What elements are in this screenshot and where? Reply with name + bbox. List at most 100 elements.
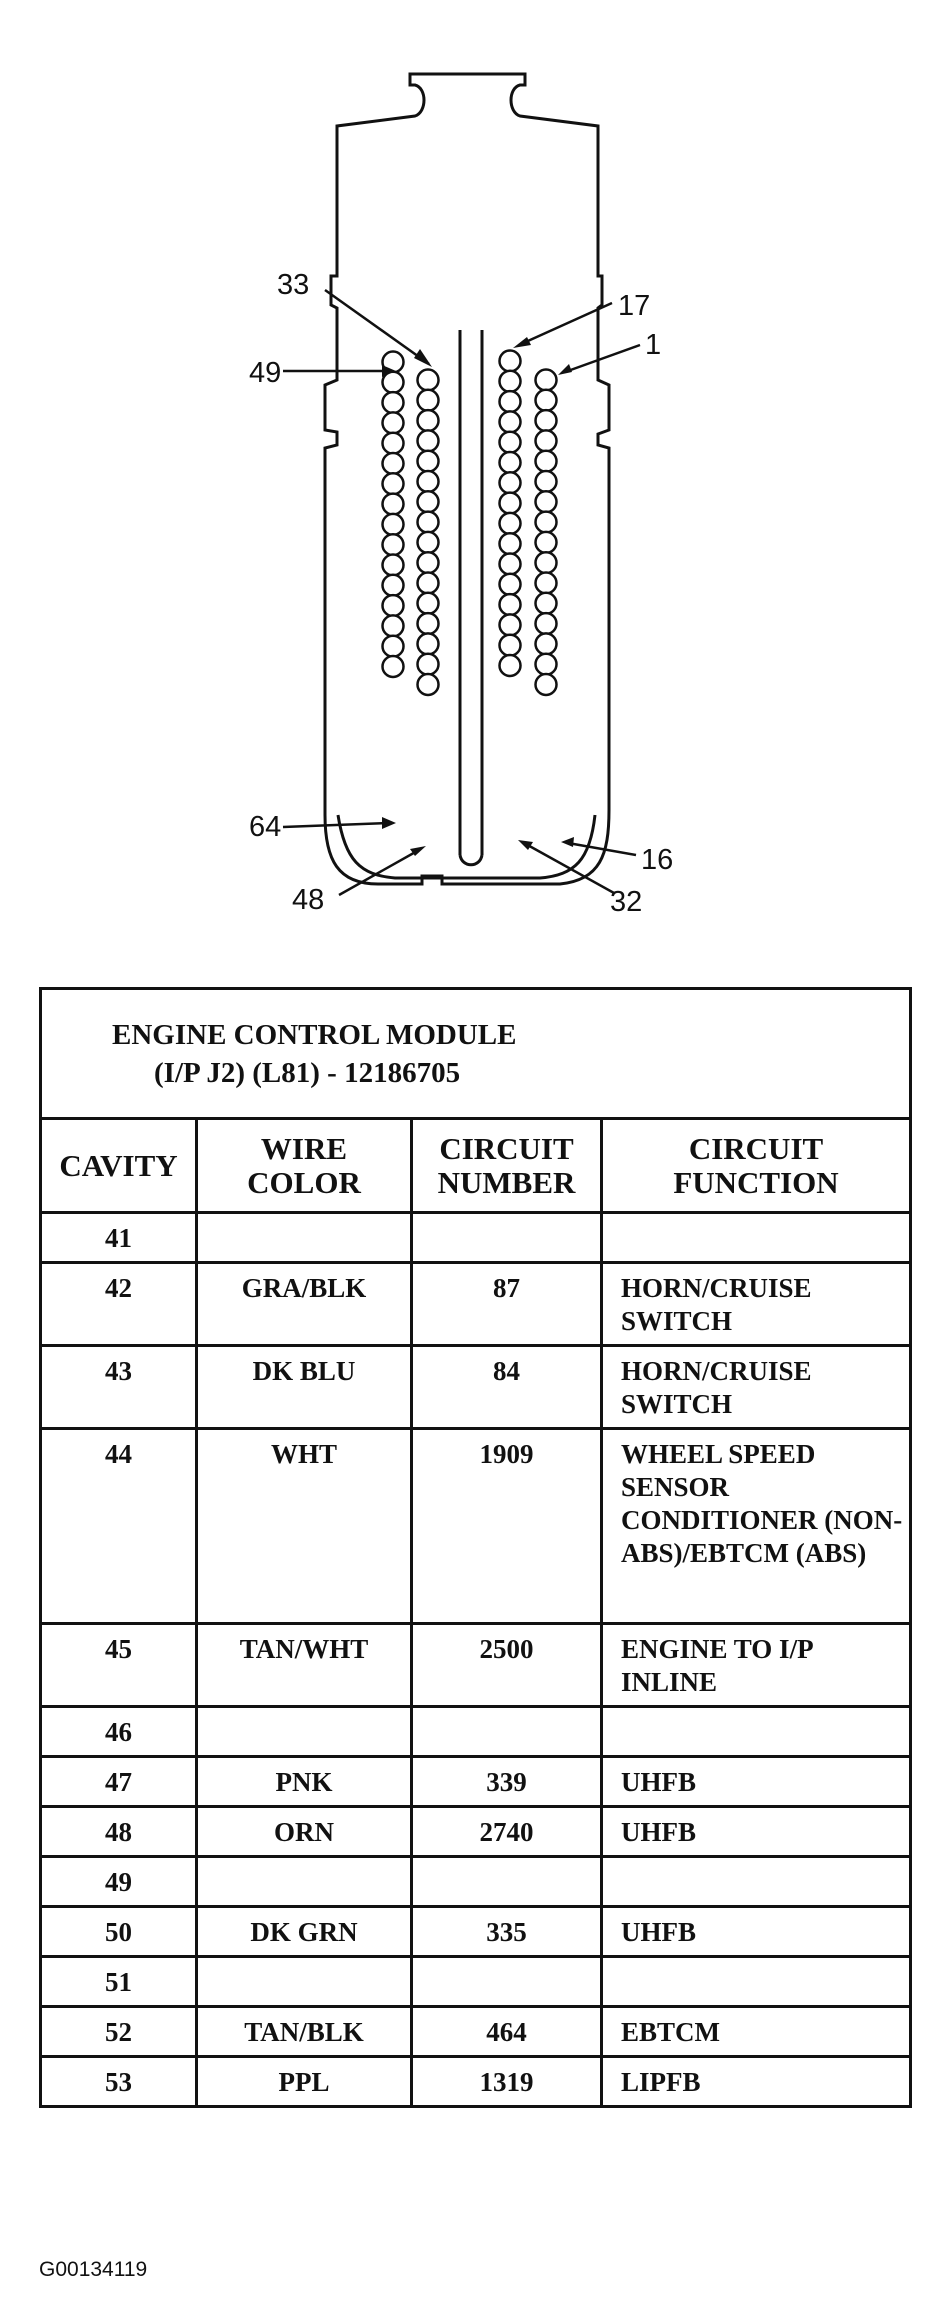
cavity-cell: 50	[39, 1905, 198, 1958]
wire-color-cell: PNK	[195, 1755, 413, 1808]
pin-cavity	[416, 550, 440, 575]
pin-cavity	[416, 591, 440, 616]
pin-label-17: 17	[618, 290, 650, 322]
pin-cavity	[534, 571, 558, 595]
cavity-cell: 46	[39, 1705, 198, 1758]
circuit-function-cell: HORN/CRUISE SWITCH	[599, 1344, 913, 1430]
pin-cavity	[381, 573, 405, 598]
wire-color-cell: DK GRN	[195, 1905, 413, 1958]
pin-cavity	[498, 491, 522, 515]
pin-cavity	[381, 553, 405, 577]
wire-color-cell: TAN/BLK	[195, 2005, 413, 2058]
pin-label-16: 16	[641, 844, 673, 876]
wire-color-cell	[195, 1855, 413, 1908]
cavity-cell: 42	[39, 1261, 198, 1347]
figure-code: G00134119	[39, 2258, 148, 2281]
wire-color-cell: GRA/BLK	[195, 1261, 413, 1347]
cavity-cell: 53	[39, 2055, 198, 2108]
pin-cavity	[381, 654, 405, 679]
pin-cavity	[498, 511, 522, 536]
pin-label-1: 1	[645, 329, 661, 361]
table-row: 46	[39, 1705, 913, 1758]
cavity-cell: 51	[39, 1955, 198, 2008]
pin-cavity	[416, 652, 440, 676]
pin-cavity	[498, 572, 522, 597]
cavity-cell: 52	[39, 2005, 198, 2058]
pin-cavity	[498, 613, 522, 637]
wire-color-cell: PPL	[195, 2055, 413, 2108]
pin-cavity	[416, 388, 440, 413]
pin-cavity	[416, 510, 440, 534]
circuit-function-cell: UHFB	[599, 1905, 913, 1958]
pin-cavity	[534, 408, 558, 433]
wire-color-cell	[195, 1705, 413, 1758]
pin-cavity	[534, 388, 558, 413]
pin-cavity	[534, 490, 558, 514]
connector-center-slot-base	[458, 854, 484, 867]
cavity-cell: 43	[39, 1344, 198, 1430]
pin-cavity	[534, 530, 558, 555]
circuit-function-cell: HORN/CRUISE SWITCH	[599, 1261, 913, 1347]
pin-cavity	[381, 492, 405, 516]
pin-cavity	[534, 510, 558, 534]
pin-cavity	[381, 431, 405, 455]
circuit-number-cell	[410, 1955, 603, 2008]
pin-cavity	[416, 490, 440, 514]
circuit-number-cell: 339	[410, 1755, 603, 1808]
cavity-cell: 45	[39, 1622, 198, 1708]
pin-cavity	[498, 430, 522, 454]
circuit-function-cell: UHFB	[599, 1755, 913, 1808]
connector-outline	[323, 72, 611, 886]
pin-cavity	[381, 614, 405, 638]
cavity-cell: 48	[39, 1805, 198, 1858]
pin-label-64: 64	[249, 811, 281, 843]
pin-cavity	[498, 410, 522, 434]
pin-cavity	[498, 531, 522, 556]
pin-cavity	[416, 632, 440, 656]
pin-cavity	[416, 530, 440, 555]
pin-cavity	[498, 552, 522, 576]
pin-cavity	[416, 449, 440, 473]
cavity-cell: 41	[39, 1211, 198, 1264]
circuit-number-cell: 2740	[410, 1805, 603, 1858]
circuit-function-cell: UHFB	[599, 1805, 913, 1858]
pin-cavity	[416, 571, 440, 595]
cavity-cell: 49	[39, 1855, 198, 1908]
pin-cavity	[416, 368, 440, 392]
circuit-number-cell	[410, 1705, 603, 1758]
circuit-number-cell: 87	[410, 1261, 603, 1347]
circuit-number-cell: 464	[410, 2005, 603, 2058]
pin-cavity	[381, 451, 405, 476]
pin-array	[381, 349, 558, 697]
pin-cavity	[498, 592, 522, 617]
cavity-cell: 44	[39, 1427, 198, 1625]
circuit-function-cell: WHEEL SPEED SENSOR CONDITIONER (NON-ABS)…	[599, 1427, 913, 1625]
circuit-number-cell	[410, 1855, 603, 1908]
pin-label-49: 49	[249, 357, 281, 389]
pin-cavity	[498, 389, 522, 414]
circuit-number-cell: 84	[410, 1344, 603, 1430]
pin-cavity	[534, 429, 558, 453]
pin-cavity	[498, 450, 522, 475]
pin-cavity	[534, 672, 558, 697]
circuit-function-cell	[599, 1705, 913, 1758]
table-row: 49	[39, 1855, 913, 1908]
pin-cavity	[416, 611, 440, 636]
cavity-cell: 47	[39, 1755, 198, 1808]
circuit-function-cell	[599, 1855, 913, 1908]
pin-cavity	[498, 653, 522, 678]
circuit-number-cell: 1909	[410, 1427, 603, 1625]
pin-cavity	[416, 672, 440, 697]
pin-cavity	[381, 593, 405, 618]
connector-diagram: 33 17 49 1 64 16 48 32	[249, 72, 673, 918]
circuit-function-cell	[599, 1955, 913, 2008]
table-title-line2: (I/P J2) (L81) - 12186705	[154, 1056, 461, 1089]
